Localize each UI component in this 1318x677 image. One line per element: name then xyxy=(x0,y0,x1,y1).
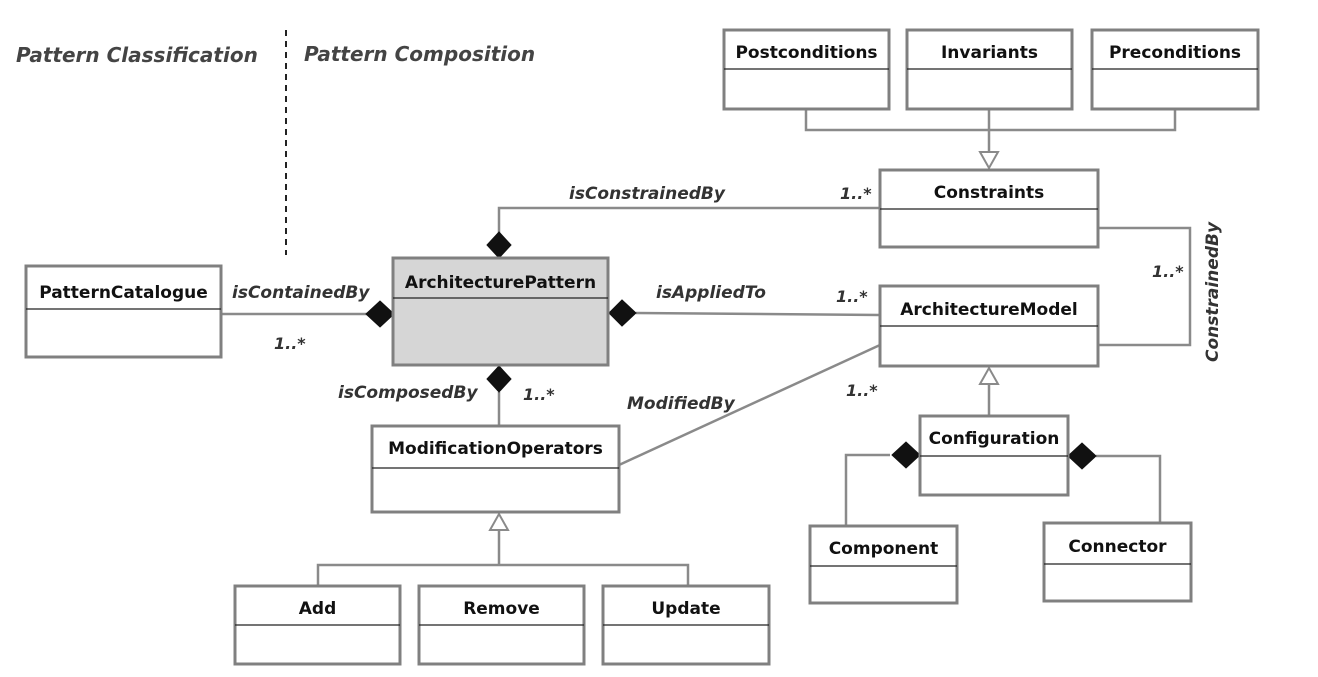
class-postconditions: Postconditions xyxy=(722,28,891,111)
class-component-title: Component xyxy=(829,539,939,559)
class-modification-operators: ModificationOperators xyxy=(370,424,621,514)
label-is-contained-by: isContainedBy xyxy=(232,283,370,303)
class-remove: Remove xyxy=(417,584,586,666)
composition-line-connector xyxy=(1096,454,1162,522)
class-architecture-model-title: ArchitectureModel xyxy=(900,300,1078,320)
label-constrained-by: ConstrainedBy xyxy=(1203,221,1223,362)
class-postconditions-title: Postconditions xyxy=(735,43,877,63)
label-modified-by: ModifiedBy xyxy=(627,394,736,414)
section-pattern-composition: Pattern Composition xyxy=(304,42,535,66)
composition-diamond-connector xyxy=(1067,442,1097,470)
class-connector-title: Connector xyxy=(1068,537,1167,557)
class-add: Add xyxy=(233,584,402,666)
composition-diamond-component xyxy=(891,441,921,469)
composition-diamond-constraints xyxy=(486,231,512,259)
class-invariants: Invariants xyxy=(905,28,1074,111)
class-constraints: Constraints xyxy=(878,168,1100,249)
class-connector: Connector xyxy=(1042,521,1193,603)
class-remove-title: Remove xyxy=(463,599,540,619)
association-is-constrained-by xyxy=(497,206,880,234)
composition-diamond-composed xyxy=(486,365,512,393)
class-architecture-pattern: ArchitecturePattern xyxy=(391,256,610,367)
class-architecture-model: ArchitectureModel xyxy=(878,284,1100,368)
generalization-arrow-constraints xyxy=(978,151,1000,171)
generalization-arrow-operators xyxy=(488,511,510,531)
class-component: Component xyxy=(808,524,959,605)
label-is-composed-by: isComposedBy xyxy=(338,383,478,403)
class-update: Update xyxy=(601,584,771,666)
label-is-applied-to: isAppliedTo xyxy=(656,283,766,303)
label-is-constrained-by: isConstrainedBy xyxy=(569,184,726,204)
class-constraints-title: Constraints xyxy=(934,183,1045,203)
generalization-arrow-architecture-model xyxy=(978,365,1000,385)
association-is-applied-to xyxy=(635,311,881,317)
association-modified-by xyxy=(618,343,881,467)
mult-constraints: 1..* xyxy=(840,184,872,203)
class-configuration-title: Configuration xyxy=(929,429,1060,449)
composition-diamond-contained xyxy=(365,300,395,328)
generalization-bus-operators xyxy=(316,563,690,585)
mult-composed: 1..* xyxy=(523,385,555,404)
class-update-title: Update xyxy=(651,599,720,619)
class-pattern-catalogue-title: PatternCatalogue xyxy=(39,283,208,303)
composition-diamond-applied xyxy=(608,299,637,327)
mult-modified: 1..* xyxy=(846,381,878,400)
mult-applied: 1..* xyxy=(836,287,868,306)
mult-model-constrained: 1..* xyxy=(1152,262,1184,281)
class-configuration: Configuration xyxy=(918,414,1070,497)
composition-line-component xyxy=(844,453,890,525)
class-invariants-title: Invariants xyxy=(941,43,1038,63)
class-pattern-catalogue: PatternCatalogue xyxy=(24,264,223,359)
class-preconditions-title: Preconditions xyxy=(1109,43,1241,63)
class-modification-operators-title: ModificationOperators xyxy=(388,439,603,459)
mult-contained: 1..* xyxy=(274,334,306,353)
class-architecture-pattern-title: ArchitecturePattern xyxy=(405,273,596,293)
class-add-title: Add xyxy=(299,599,337,619)
class-preconditions: Preconditions xyxy=(1090,28,1260,111)
section-pattern-classification: Pattern Classification xyxy=(16,43,258,67)
generalization-bus-constraints xyxy=(804,110,1177,132)
association-constrained-by xyxy=(1098,226,1192,347)
